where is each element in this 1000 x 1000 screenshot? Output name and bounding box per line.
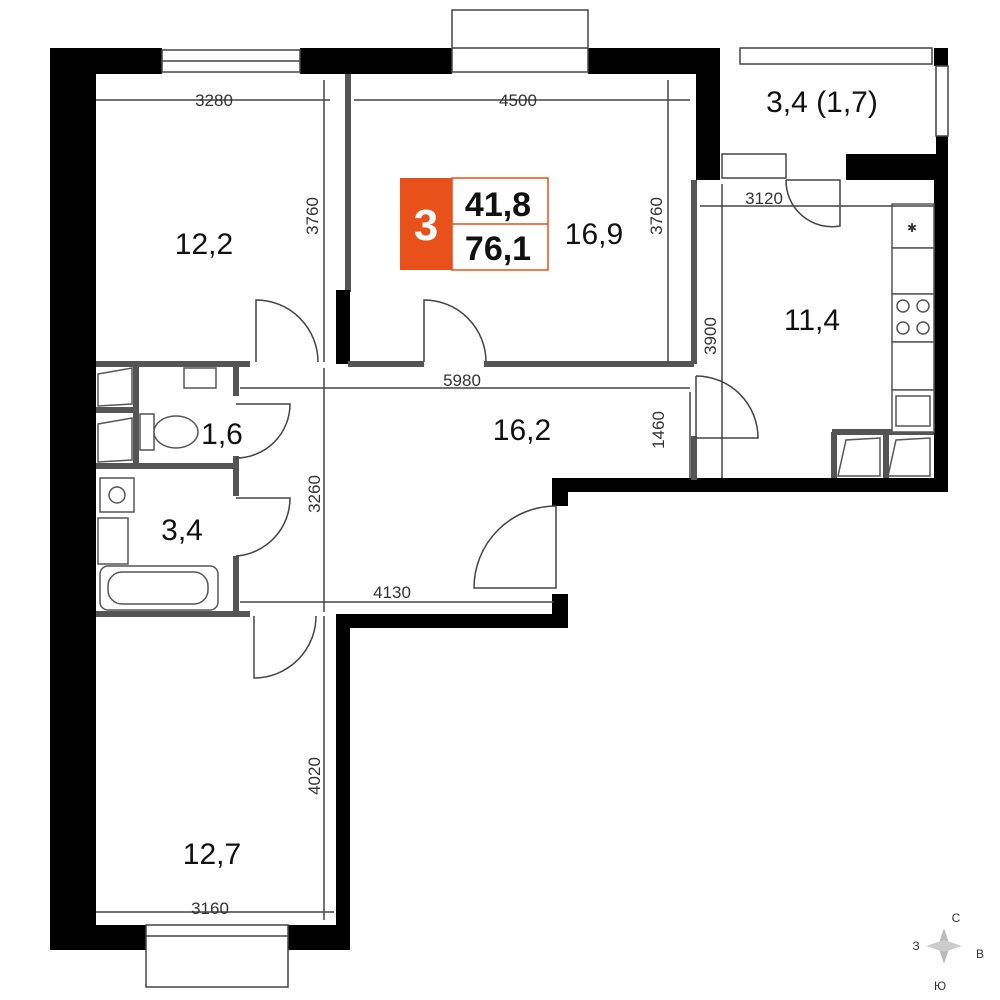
room-area-balcony: 3,4 (1,7) xyxy=(766,86,878,119)
dim-bottom-width: 3160 xyxy=(191,899,229,918)
dim-hall-height-right: 1460 xyxy=(649,411,668,449)
dim-top-left-height: 3760 xyxy=(303,197,322,235)
toilet-icon xyxy=(153,415,199,449)
dim-hall-width: 5980 xyxy=(443,371,481,390)
room-count-box xyxy=(400,178,452,270)
fixtures: ✱ xyxy=(97,203,935,611)
dimension-lines xyxy=(96,80,934,920)
area-badge: 3 41,8 76,1 xyxy=(400,177,549,271)
sink-icon xyxy=(183,367,217,389)
dim-hall-height-left: 3260 xyxy=(305,475,324,513)
compass-rose: С З В Ю xyxy=(912,911,984,993)
room-area-bedroom-top-center: 16,9 xyxy=(565,218,623,251)
dim-top-center-width: 4500 xyxy=(499,91,537,110)
bathtub-icon xyxy=(107,571,209,605)
windows xyxy=(145,9,949,988)
doors xyxy=(235,179,841,679)
dim-top-left-width: 3280 xyxy=(195,91,233,110)
room-area-bedroom-top-left: 12,2 xyxy=(175,228,233,261)
dim-kitchen-height: 3900 xyxy=(701,317,720,355)
room-area-bathroom: 3,4 xyxy=(161,514,203,547)
fridge-icon: ✱ xyxy=(907,221,917,235)
stove-icon xyxy=(896,299,910,313)
room-area-kitchen: 11,4 xyxy=(784,304,840,337)
kitchen-sink-icon xyxy=(895,395,931,427)
room-area-toilet: 1,6 xyxy=(201,418,243,451)
compass-west: З xyxy=(912,939,919,953)
compass-south: Ю xyxy=(934,979,946,993)
washing-machine-icon xyxy=(108,486,126,504)
living-area: 41,8 xyxy=(465,186,531,224)
dim-corridor-width: 4130 xyxy=(373,583,411,602)
room-area-hall: 16,2 xyxy=(493,414,551,447)
room-count: 3 xyxy=(414,201,438,250)
compass-north: С xyxy=(952,911,961,925)
dim-top-center-height: 3760 xyxy=(647,197,666,235)
exterior-walls xyxy=(50,48,948,950)
compass-east: В xyxy=(976,947,984,961)
total-area: 76,1 xyxy=(465,230,531,268)
room-area-bedroom-bottom: 12,7 xyxy=(183,838,241,871)
interior-walls xyxy=(96,74,934,617)
dim-bottom-height: 4020 xyxy=(305,757,324,795)
dim-kitchen-width: 3120 xyxy=(745,189,783,208)
